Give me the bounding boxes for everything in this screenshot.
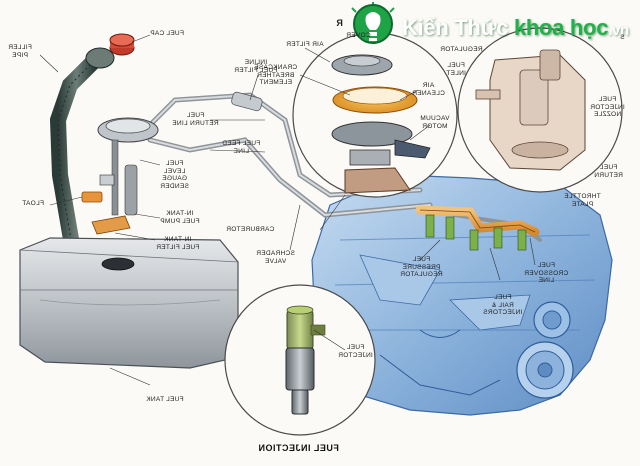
fuel-rail <box>415 205 540 251</box>
label-cut-top-r: R <box>336 18 343 28</box>
brand-part2: khoa học <box>513 15 609 40</box>
fuel-pump-sender-assembly <box>81 117 159 235</box>
label-cover: COVER <box>346 32 371 39</box>
label-fuel-pressure-regulator: FUEL PRESSURE REGULATOR <box>400 256 443 278</box>
brand-part1: Kiến Thức <box>402 15 514 40</box>
label-fuel-rail-injectors: FUEL RAIL & INJECTORS <box>483 294 523 316</box>
filler-pipe <box>49 47 115 253</box>
lightbulb-logo-icon <box>351 2 395 44</box>
leader-lines <box>39 31 536 386</box>
brand-tld: .vn <box>608 22 629 39</box>
label-fuel-level-gauge-sender: FUEL LEVEL GAUGE SENDER <box>160 160 189 190</box>
throttle-body-inset <box>457 27 623 193</box>
label-carburetor: CARBURETOR <box>226 226 275 233</box>
label-cut-top-s: S <box>620 34 625 41</box>
brand-name: Kiến Thức khoa học.vn <box>402 15 629 41</box>
label-fuel-cap: FUEL CAP <box>150 30 184 37</box>
label-fuel-return: FUEL RETURN <box>594 164 623 179</box>
label-fuel-inlet: FUEL INLET <box>446 62 466 77</box>
label-fuel-feed-line: FUEL FEED LINE <box>222 140 261 155</box>
label-throttle-plate: THROTTLE PLATE <box>564 193 601 208</box>
inline-fuel-filter <box>231 91 263 112</box>
label-fuel-injector: FUEL INJECTOR <box>338 344 373 359</box>
label-fuel-tank: FUEL TANK <box>146 396 184 403</box>
label-fuel-return-line: FUEL RETURN LINE <box>172 112 219 127</box>
label-crankcase-breather: CRANKCASE BREATHER ELEMENT <box>254 64 298 86</box>
label-filler-pipe: FILLER PIPE <box>8 44 32 59</box>
fuel-tank <box>19 237 239 369</box>
fuel-cap <box>109 33 135 56</box>
label-in-tank-fuel-filter: IN-TANK FUEL FILTER <box>156 236 200 251</box>
brand-watermark: Kiến Thức khoa học.vn <box>340 2 640 52</box>
label-regulator: REGULATOR <box>440 46 483 53</box>
label-air-cleaner: AIR CLEANER <box>412 82 445 97</box>
diagram-title: FUEL INJECTION <box>258 443 339 453</box>
label-air-filter: AIR FILTER <box>286 41 324 48</box>
air-cleaner-inset <box>292 32 458 198</box>
label-schrader-valve: SCHRADER VALVE <box>256 250 295 265</box>
label-float: FLOAT <box>22 200 44 207</box>
label-in-tank-fuel-pump: IN-TANK FUEL PUMP <box>160 210 200 225</box>
label-vacuum-motor: VACUUM MOTOR <box>420 115 450 130</box>
fuel-injector-inset <box>224 284 376 436</box>
label-fuel-crossover-line: FUEL CROSSOVER LINE <box>524 262 569 284</box>
label-fuel-injector-nozzle: FUEL INJECTOR NOZZLE <box>590 96 625 118</box>
